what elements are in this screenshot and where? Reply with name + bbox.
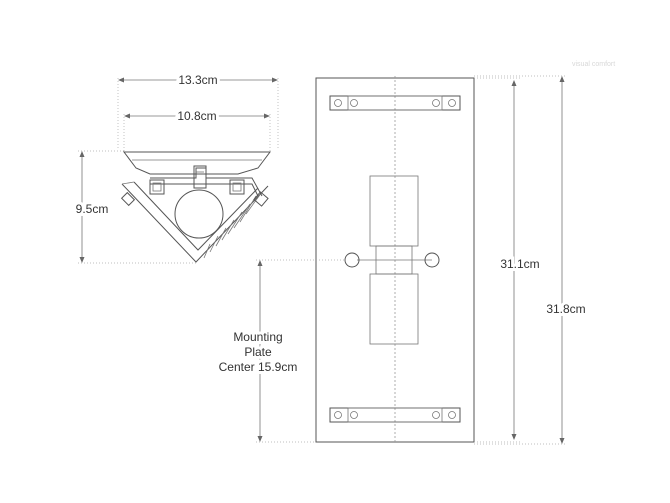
plate-height-label: 31.1cm <box>500 257 539 271</box>
top-width-label: 13.3cm <box>178 73 217 87</box>
front-view: Mounting Plate Center 15.9cm 31.1cm 31.8… <box>216 75 589 445</box>
dimension-depth: 9.5cm <box>73 150 196 264</box>
fixture-top-outline <box>120 151 271 263</box>
watermark: visual comfort <box>572 61 615 68</box>
depth-label: 9.5cm <box>76 202 109 216</box>
mounting-label-line2: Plate <box>244 345 272 359</box>
mounting-label-line3: Center 15.9cm <box>219 360 298 374</box>
center-assembly <box>344 175 440 345</box>
dimension-top-width: 13.3cm <box>117 70 279 150</box>
dimension-overall-height: 31.8cm <box>474 75 589 445</box>
inner-width-label: 10.8cm <box>177 109 216 123</box>
overall-height-label: 31.8cm <box>546 302 585 316</box>
dimension-inner-width: 10.8cm <box>123 106 271 152</box>
dimension-mounting-center: Mounting Plate Center 15.9cm <box>216 259 345 443</box>
top-view: 13.3cm 10.8cm 9.5cm <box>73 70 279 264</box>
dimension-plate-height: 31.1cm <box>474 77 543 443</box>
top-bracket <box>329 95 461 111</box>
hatch-lines <box>203 191 263 259</box>
bottom-bracket <box>329 407 461 423</box>
mounting-label-line1: Mounting <box>233 330 282 344</box>
